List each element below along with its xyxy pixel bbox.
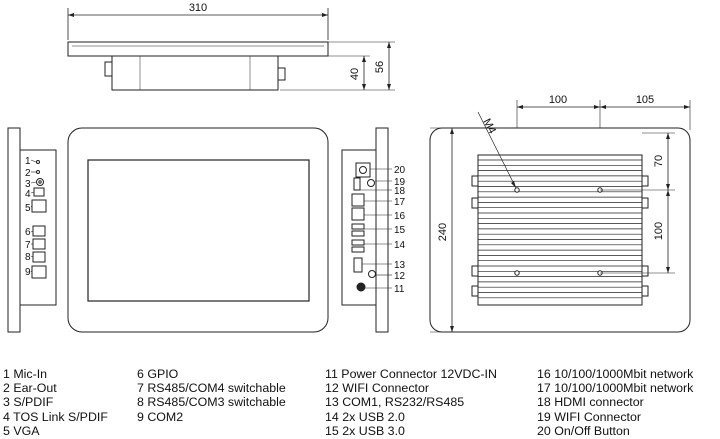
callout-14: 14 [394, 240, 406, 251]
legend-item: 20 On/Off Button [537, 423, 630, 438]
callout-4: 4 [25, 189, 31, 200]
callout-11: 11 [394, 284, 405, 295]
legend-column-1: 1 Mic-In 2 Ear-Out 3 S/PDIF 4 TOS Link S… [3, 367, 108, 438]
legend-item: 14 2x USB 2.0 [325, 409, 405, 424]
legend-column-4: 16 10/100/1000Mbit network 17 10/100/100… [537, 367, 693, 438]
callout-8: 8 [25, 252, 31, 263]
legend-item: 8 RS485/COM3 switchable [137, 395, 286, 410]
top-view: 310 40 56 [67, 2, 395, 91]
dim-back-height: 240 [437, 223, 449, 241]
dim-back-spacing-1: 100 [549, 94, 567, 106]
callout-12: 12 [394, 271, 406, 282]
legend-item: 1 Mic-In [3, 367, 48, 381]
legend-column-2: 6 GPIO 7 RS485/COM4 switchable 8 RS485/C… [137, 367, 286, 424]
dim-top-width: 310 [189, 2, 207, 14]
dim-back-vertical: 100 [653, 222, 665, 240]
callout-9: 9 [25, 267, 31, 278]
legend-item: 9 COM2 [137, 409, 184, 424]
callout-13: 13 [394, 260, 406, 271]
legend-item: 15 2x USB 3.0 [325, 423, 405, 438]
legend-item: 7 RS485/COM4 switchable [137, 381, 286, 396]
callout-2: 2 [25, 168, 31, 179]
legend-item: 6 GPIO [137, 367, 179, 381]
legend-item: 5 VGA [3, 423, 40, 438]
legend-item: 3 S/PDIF [3, 395, 54, 410]
dim-back-spacing-2: 105 [636, 94, 654, 106]
right-side-view: 20 19 18 17 16 15 14 13 12 11 [341, 127, 406, 333]
callout-17: 17 [394, 197, 406, 208]
back-view: 100 105 240 M4 [429, 94, 691, 333]
legend-item: 16 10/100/1000Mbit network [537, 367, 694, 381]
dim-depth-inner: 40 [349, 68, 361, 80]
legend-item: 19 WIFI Connector [537, 409, 641, 424]
callout-6: 6 [25, 227, 31, 238]
legend-item: 13 COM1, RS232/RS485 [325, 395, 465, 410]
legend-column-3: 11 Power Connector 12VDC-IN 12 WIFI Conn… [325, 367, 497, 438]
legend-item: 2 Ear-Out [3, 381, 57, 396]
legend-item: 4 TOS Link S/PDIF [3, 409, 108, 424]
callout-5: 5 [25, 203, 31, 214]
callout-16: 16 [394, 211, 406, 222]
dim-depth-total: 56 [374, 61, 386, 73]
dim-back-offset: 70 [653, 155, 665, 167]
left-side-view: 1 2 3 4 5 6 7 8 9 [7, 127, 57, 333]
front-view [67, 127, 329, 333]
legend-item: 18 HDMI connector [537, 395, 644, 410]
callout-15: 15 [394, 225, 406, 236]
legend-item: 12 WIFI Connector [325, 381, 429, 396]
callout-1: 1 [25, 156, 31, 167]
callout-18: 18 [394, 186, 406, 197]
legend-item: 11 Power Connector 12VDC-IN [325, 367, 497, 381]
callout-19: 19 [394, 177, 406, 188]
legend-item: 17 10/100/1000Mbit network [537, 381, 694, 396]
callout-20: 20 [394, 165, 406, 176]
callout-3: 3 [25, 179, 31, 190]
callout-7: 7 [25, 240, 31, 251]
